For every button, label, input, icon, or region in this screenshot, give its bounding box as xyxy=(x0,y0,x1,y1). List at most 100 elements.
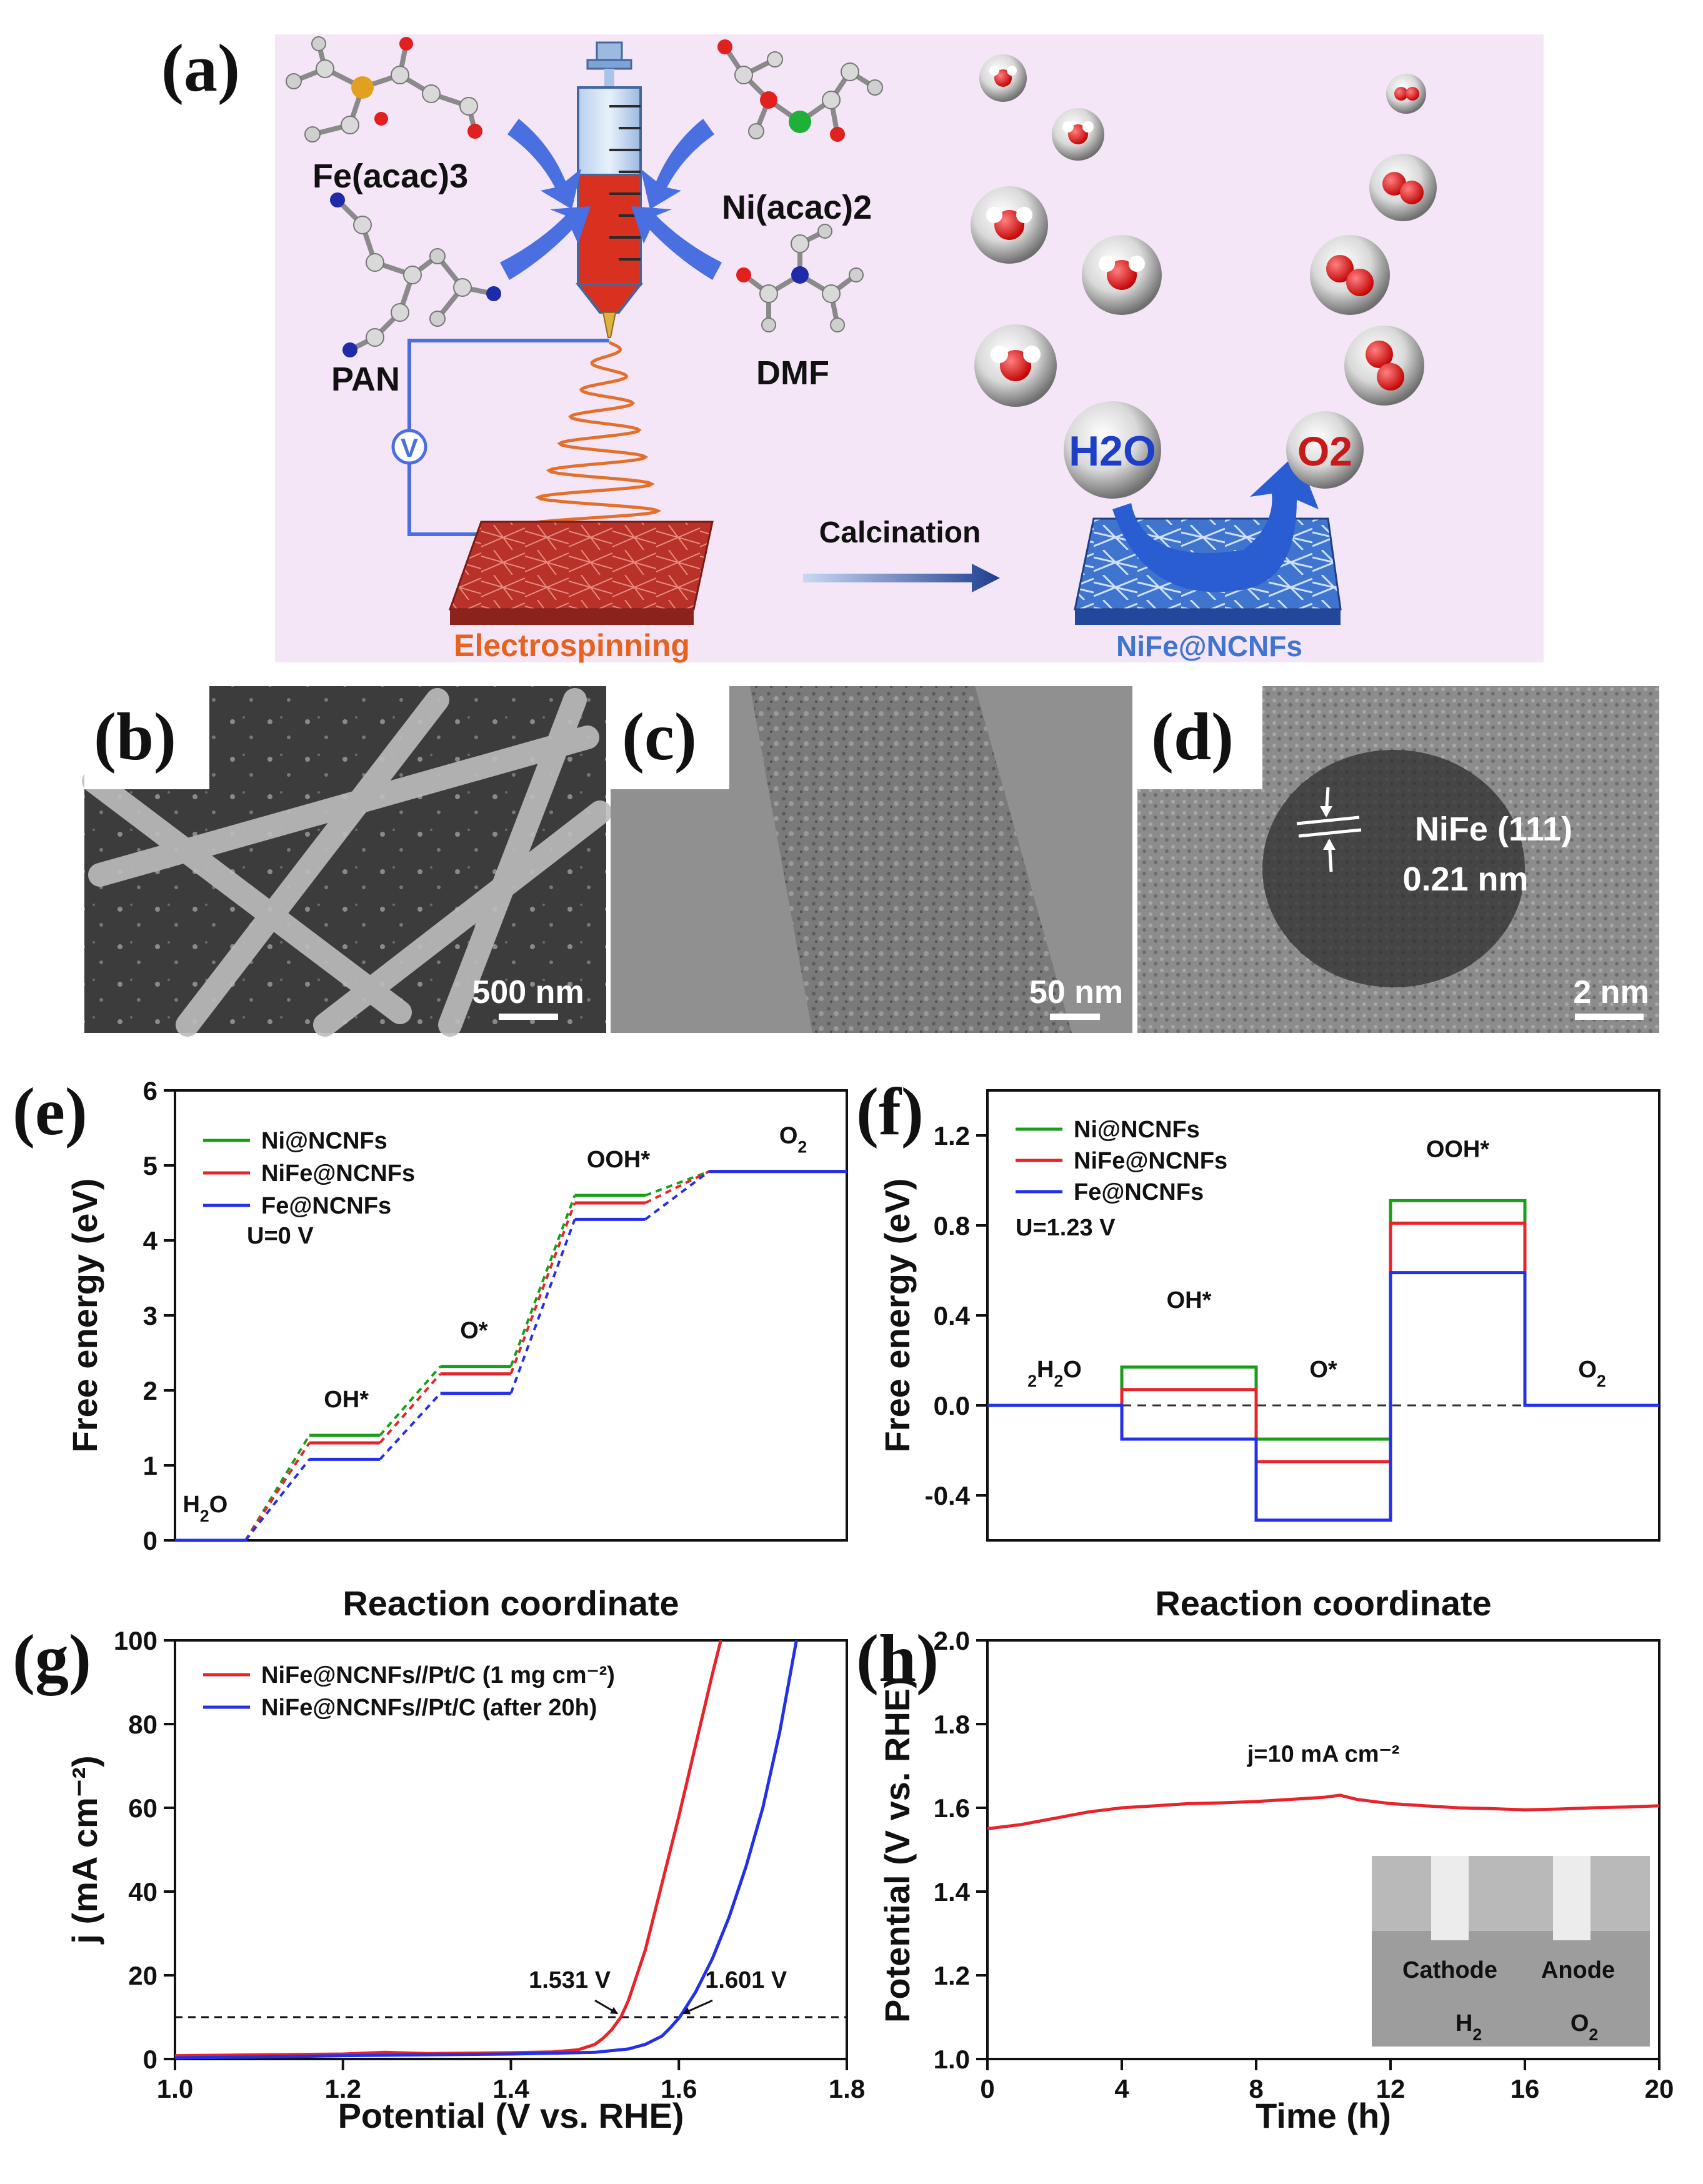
y-tick-label: 6 xyxy=(143,1076,157,1105)
step-label: OH* xyxy=(324,1387,369,1413)
x-tick-label: 1.2 xyxy=(325,2074,361,2103)
lattice-plane-text: NiFe (111) xyxy=(1415,810,1572,848)
product-label: NiFe@NCNFs xyxy=(1116,630,1302,662)
energy-connector xyxy=(644,1170,710,1220)
step-label: OH* xyxy=(1167,1287,1212,1314)
panel-b-label-box xyxy=(84,686,209,789)
y-axis-label: Free energy (eV) xyxy=(877,1179,917,1453)
plot-frame xyxy=(174,1089,848,1542)
y-tick-label: 20 xyxy=(128,1961,157,1990)
legend-entry: Fe@NCNFs xyxy=(1074,1179,1204,1205)
h2o-bubble xyxy=(1064,401,1161,499)
panel-b: (b) 500 nm xyxy=(82,686,612,1037)
step-label: OOH* xyxy=(1426,1136,1490,1162)
x-tick-label: 1.8 xyxy=(829,2074,865,2103)
plot-frame xyxy=(986,1639,1661,2060)
panel-d-label-box xyxy=(1137,686,1262,789)
y-tick-label: 4 xyxy=(143,1226,158,1255)
y-tick-label: 3 xyxy=(143,1301,157,1330)
h2o-label: H2O xyxy=(1069,427,1156,475)
y-tick-label: 1.2 xyxy=(934,1121,970,1150)
energy-connector xyxy=(509,1219,576,1394)
y-tick-label: 5 xyxy=(143,1151,157,1180)
step-label: O2 xyxy=(1578,1357,1606,1390)
voltmeter-symbol: V xyxy=(401,433,418,462)
inset-anode-label: Anode xyxy=(1541,1957,1615,1983)
panel-a: (a) xyxy=(161,31,1544,663)
energy-connector xyxy=(644,1170,710,1204)
energy-connector xyxy=(509,1202,576,1375)
panel-label: (h) xyxy=(856,1622,939,1696)
step-label: O* xyxy=(460,1318,488,1344)
energy-profile xyxy=(987,1271,1659,1522)
annotation-arrow xyxy=(682,1999,713,2015)
x-axis-label: Potential (V vs. RHE) xyxy=(338,2096,684,2135)
dmf-molecule xyxy=(736,224,864,332)
polarization-curve xyxy=(174,1640,722,2058)
y-tick-label: 1.2 xyxy=(934,1961,970,1990)
inset-cathode-electrode xyxy=(1431,1856,1469,1940)
energy-connector xyxy=(379,1373,442,1444)
panel-a-label: (a) xyxy=(161,31,240,106)
x-tick-label: 4 xyxy=(1114,2074,1129,2103)
fiber-mat-red xyxy=(448,521,714,625)
annotation-blue: 1.601 V xyxy=(705,1967,787,1993)
mixing-arrows xyxy=(500,119,722,280)
y-tick-label: 0.4 xyxy=(934,1301,971,1330)
ni-acac2-label: Ni(acac)2 xyxy=(722,189,872,226)
x-axis-label: Time (h) xyxy=(1256,2096,1391,2135)
step-label: O2 xyxy=(779,1123,807,1157)
oxygen-molecule-bubbles xyxy=(1310,74,1437,406)
sem-fibers xyxy=(82,688,612,1037)
panel-d-scale-text: 2 nm xyxy=(1573,974,1649,1010)
x-tick-label: 16 xyxy=(1511,2074,1540,2103)
legend-entry: NiFe@NCNFs//Pt/C (1 mg cm⁻²) xyxy=(261,1662,615,1688)
panel-d-label: (d) xyxy=(1151,700,1234,774)
panel-label: (f) xyxy=(856,1075,924,1149)
syringe-icon xyxy=(575,41,644,338)
panel-c: (c) 50 nm xyxy=(611,686,1132,1033)
electrospinning-label: Electrospinning xyxy=(454,628,690,663)
y-axis-label: Potential (V vs. RHE) xyxy=(877,1677,917,2023)
step-label: 2H2O xyxy=(1027,1357,1082,1390)
o2-label: O2 xyxy=(1297,428,1352,474)
y-tick-label: 0.0 xyxy=(934,1391,970,1420)
inset-h2-label: H2 xyxy=(1456,2010,1482,2044)
x-tick-label: 0 xyxy=(980,2074,994,2103)
y-tick-label: 1.0 xyxy=(934,2045,970,2074)
panel-c-scale-text: 50 nm xyxy=(1029,974,1123,1010)
panel-c-scale-bar xyxy=(1050,1014,1100,1020)
chart-g: (g)Potential (V vs. RHE)j (mA cm⁻²)02040… xyxy=(12,1622,865,2135)
step-label: H2O xyxy=(182,1492,227,1525)
energy-connector xyxy=(379,1365,442,1437)
y-axis-label: Free energy (eV) xyxy=(65,1179,104,1453)
annotation-red: 1.531 V xyxy=(529,1967,611,1993)
calcination-arrow xyxy=(803,564,1000,592)
electrospinning-jet xyxy=(523,341,662,533)
x-tick-label: 1.4 xyxy=(492,2074,529,2103)
panel-label: (g) xyxy=(12,1622,91,1696)
pan-molecule xyxy=(330,192,501,357)
y-tick-label: 2 xyxy=(143,1376,157,1405)
voltmeter-icon xyxy=(391,429,427,465)
fe-acac3-molecule xyxy=(286,36,482,142)
y-tick-label: 2.0 xyxy=(934,1626,970,1655)
inset-o2-label: O2 xyxy=(1571,2010,1598,2044)
y-tick-label: 40 xyxy=(128,1877,157,1907)
y-tick-label: 1.4 xyxy=(934,1877,971,1907)
y-tick-label: 1.8 xyxy=(934,1710,970,1739)
legend-entry: NiFe@NCNFs//Pt/C (after 20h) xyxy=(261,1695,597,1721)
x-tick-label: 1.6 xyxy=(661,2074,697,2103)
y-tick-label: 100 xyxy=(114,1626,157,1655)
legend-entry: Fe@NCNFs xyxy=(261,1193,391,1219)
chart-h: (h) Time (h) Potential (V vs. RHE) 1.0 1.2 1.… xyxy=(856,1622,1674,2135)
condition-label: U=1.23 V xyxy=(1016,1215,1116,1241)
y-tick-label: 0.8 xyxy=(934,1211,970,1240)
energy-connector xyxy=(244,1458,311,1542)
panel-label: (e) xyxy=(12,1075,87,1149)
inset-electrolyte xyxy=(1372,1931,1650,2047)
stability-curve xyxy=(987,1793,1660,1830)
condition-label: U=0 V xyxy=(247,1223,314,1249)
